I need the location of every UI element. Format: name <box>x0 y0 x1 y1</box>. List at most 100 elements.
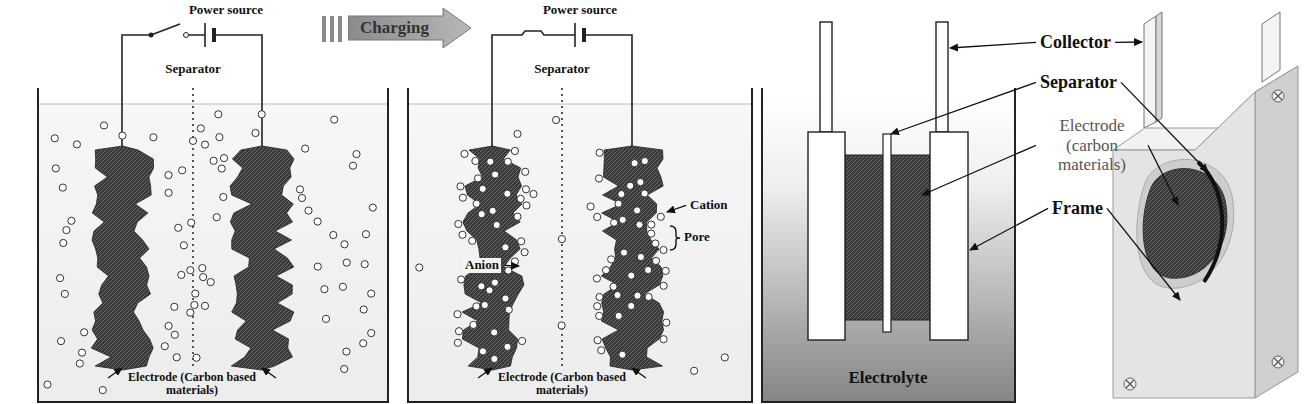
ion <box>191 301 198 308</box>
beaker-wall <box>38 88 388 402</box>
ion <box>505 267 512 274</box>
ion <box>594 213 601 220</box>
screw <box>1272 90 1284 102</box>
electrolyte-liquid <box>39 104 387 401</box>
ion <box>637 253 644 260</box>
ion <box>493 221 500 228</box>
ion <box>660 282 667 289</box>
ion <box>558 236 565 243</box>
ion <box>349 162 356 169</box>
frame-plate <box>930 132 968 340</box>
battery-symbol <box>204 23 206 47</box>
ion <box>610 283 617 290</box>
leader-line <box>262 368 276 378</box>
carbon-electrode <box>462 146 524 370</box>
ion <box>631 160 638 167</box>
frame-front <box>1113 92 1255 398</box>
ion <box>458 276 465 283</box>
ion <box>187 309 194 316</box>
ion <box>479 185 486 192</box>
ion <box>691 367 698 374</box>
ion <box>339 283 346 290</box>
ion <box>619 216 626 223</box>
ion <box>593 275 600 282</box>
ion <box>178 271 185 278</box>
ion <box>645 266 652 273</box>
ion <box>519 337 526 344</box>
separator-sheet <box>1198 162 1222 282</box>
illustration-part <box>1272 356 1284 368</box>
leader-line <box>632 368 646 378</box>
ion <box>481 301 488 308</box>
separator-label: Separator <box>165 62 221 77</box>
ion <box>201 141 208 148</box>
ion <box>161 343 168 350</box>
ion <box>173 354 180 361</box>
ion <box>491 355 498 362</box>
switch-lever <box>151 24 180 35</box>
frame-side <box>1255 66 1298 398</box>
ion <box>660 246 667 253</box>
power-source-label: Power source <box>189 3 263 18</box>
ion <box>330 231 337 238</box>
liquid-surface <box>39 104 387 105</box>
ion <box>627 182 634 189</box>
leader-line <box>1107 208 1180 300</box>
ion <box>369 204 376 211</box>
ion <box>171 331 178 338</box>
ion <box>171 303 178 310</box>
ion <box>201 302 208 309</box>
ion <box>511 258 518 265</box>
frame-plate <box>808 132 845 340</box>
ion <box>596 312 603 319</box>
ion <box>615 312 622 319</box>
ion <box>657 213 664 220</box>
ion <box>361 261 368 268</box>
ion <box>175 224 182 231</box>
ion <box>504 343 511 350</box>
ion <box>598 347 605 354</box>
ion <box>473 200 480 207</box>
liquid-surface <box>409 104 751 105</box>
ion <box>258 111 265 118</box>
ion <box>57 275 64 282</box>
ion <box>558 322 565 329</box>
collector-plate <box>1144 16 1156 128</box>
screw <box>1272 356 1284 368</box>
ion <box>454 311 461 318</box>
ion <box>594 303 601 310</box>
ion <box>461 150 468 157</box>
ion <box>523 202 530 209</box>
ion <box>100 122 107 129</box>
anion-label: Anion <box>463 258 501 273</box>
charging-arrow: Charging <box>348 8 471 48</box>
ion <box>76 360 83 367</box>
arrow-body <box>348 8 471 48</box>
ion <box>521 249 528 256</box>
ion <box>220 193 227 200</box>
ion <box>455 328 462 335</box>
separator-label: Separator <box>534 62 590 77</box>
ion <box>615 200 622 207</box>
leader-line <box>1148 145 1178 205</box>
ion <box>73 141 80 148</box>
ion <box>341 365 348 372</box>
ion <box>596 149 603 156</box>
ion <box>636 221 643 228</box>
ion <box>216 134 223 141</box>
charging-bar <box>338 16 342 42</box>
ion <box>44 381 51 388</box>
ion <box>486 287 493 294</box>
ion <box>474 175 481 182</box>
ion <box>61 290 68 297</box>
ion <box>502 244 509 251</box>
ion <box>343 348 350 355</box>
ion <box>119 132 126 139</box>
generated-parts <box>44 42 1208 394</box>
ion <box>492 171 499 178</box>
ion <box>619 351 626 358</box>
ion <box>81 329 88 336</box>
battery-symbol <box>212 28 216 42</box>
ion <box>68 217 75 224</box>
separator-line <box>192 88 194 368</box>
